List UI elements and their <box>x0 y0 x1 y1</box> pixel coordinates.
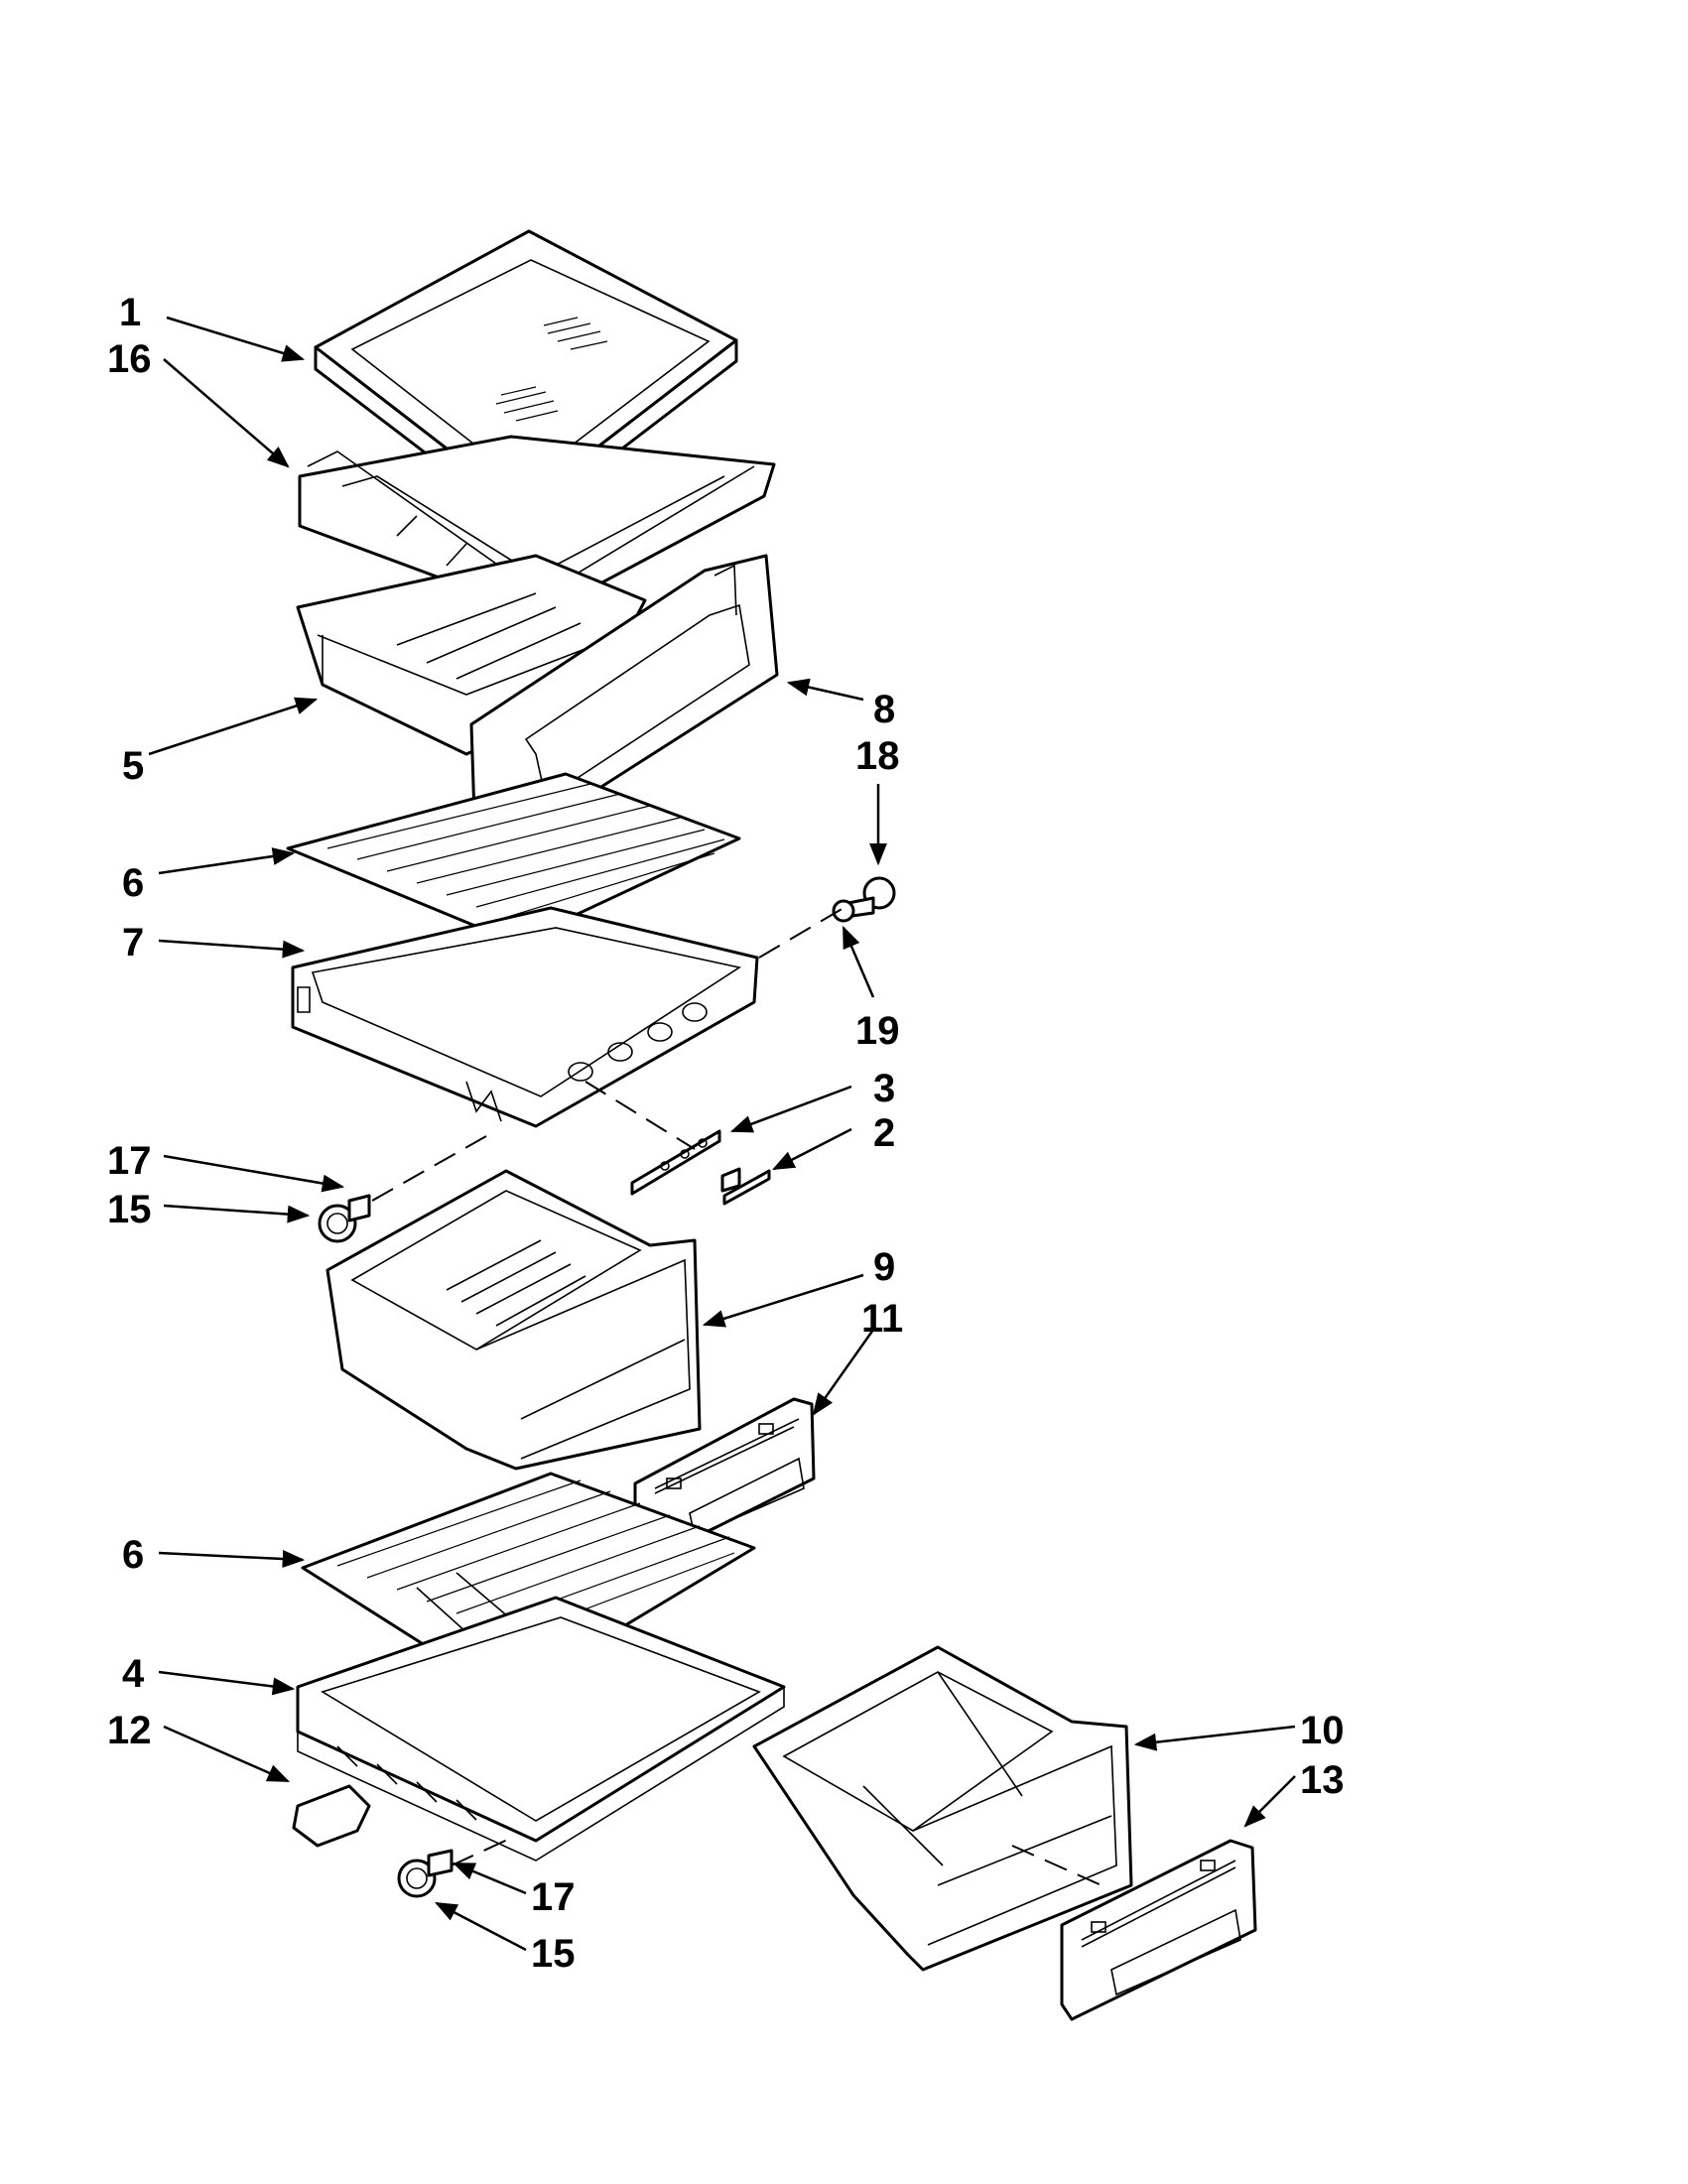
part-slide-lever <box>720 1167 771 1206</box>
callout-13: 13 <box>1300 1758 1345 1802</box>
part-crisper-drawer <box>325 1169 702 1471</box>
part-shelf-frame-upper <box>291 906 759 1128</box>
part-wheel-upper <box>318 1194 371 1243</box>
part-control-plate <box>630 1129 721 1196</box>
part-lower-drawer-front <box>1060 1839 1257 2021</box>
callout-5: 5 <box>122 744 144 788</box>
callout-12: 12 <box>107 1709 152 1752</box>
callout-6-upper: 6 <box>122 861 144 905</box>
part-shelf-frame <box>298 435 776 617</box>
part-lower-drawer <box>752 1645 1133 1972</box>
callout-7: 7 <box>122 921 144 964</box>
callout-19: 19 <box>855 1009 900 1053</box>
callout-labels: 1 16 8 5 18 6 7 19 3 2 17 15 9 11 6 4 12… <box>107 291 1345 1976</box>
assembly-guide-lines <box>371 907 1103 1886</box>
callout-2: 2 <box>873 1111 895 1155</box>
part-clip <box>292 1784 371 1848</box>
callout-15-lower: 15 <box>531 1932 576 1976</box>
part-glass-shelf-upper <box>286 772 741 945</box>
callout-16: 16 <box>107 337 152 381</box>
callout-leaders <box>148 316 1296 1952</box>
callout-6-lower: 6 <box>122 1533 144 1577</box>
callout-15-upper: 15 <box>107 1188 152 1231</box>
callout-8: 8 <box>873 688 895 731</box>
callout-17-upper: 17 <box>107 1139 152 1183</box>
part-wheel-lower <box>397 1849 454 1898</box>
callout-11: 11 <box>861 1297 903 1341</box>
callout-18: 18 <box>855 734 900 778</box>
callout-1: 1 <box>119 291 141 334</box>
callout-9: 9 <box>873 1245 895 1289</box>
callout-4: 4 <box>122 1652 145 1696</box>
callout-17-lower: 17 <box>531 1875 576 1919</box>
callout-3: 3 <box>873 1067 895 1110</box>
callout-10: 10 <box>1300 1709 1345 1752</box>
part-knob-assembly <box>832 876 896 923</box>
part-shelf-frame-lower <box>296 1596 786 1862</box>
